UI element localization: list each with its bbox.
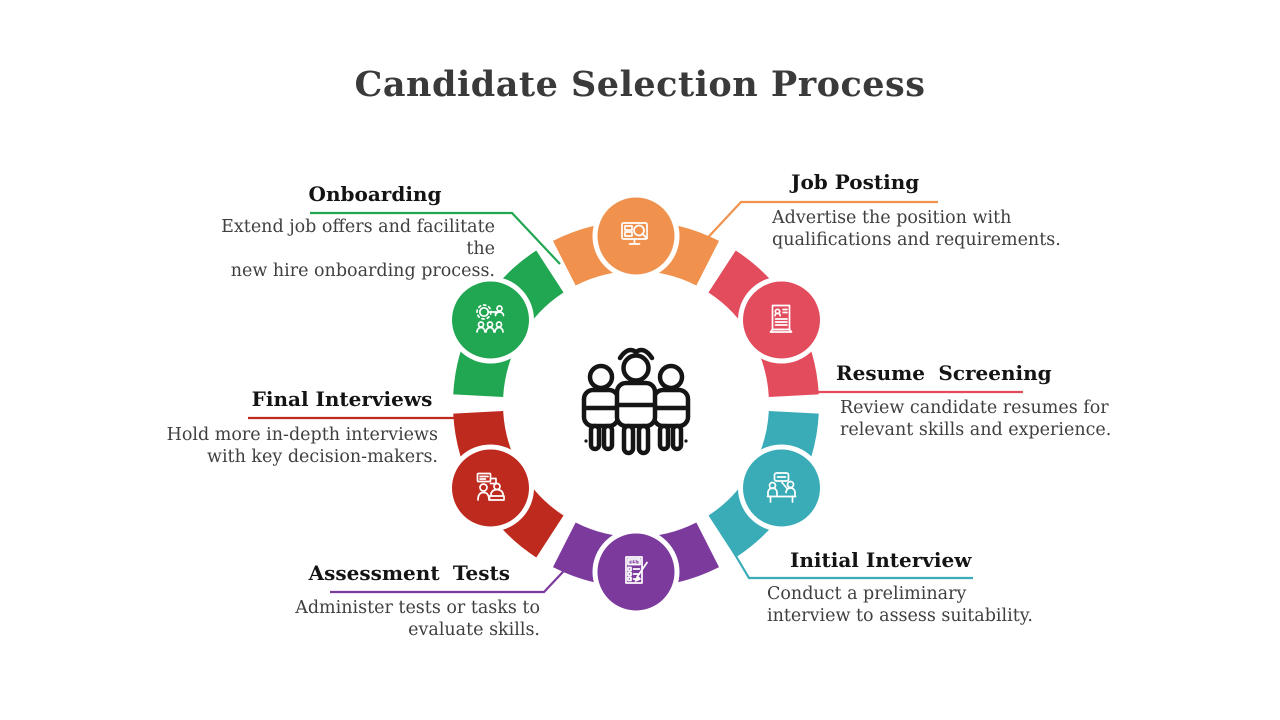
interview-table-icon [766, 472, 797, 503]
discussion-people-icon [476, 472, 505, 501]
stage-description-resume-screening: Review candidate resumes for relevant sk… [840, 398, 1112, 440]
stage-label-final-interviews: Final Interviews [251, 387, 433, 411]
svg-text:TEST: TEST [628, 559, 639, 564]
assessment-tests-connector [330, 556, 578, 594]
stage-description-onboarding: Extend job offers and facilitate the new… [221, 217, 495, 281]
stage-label-onboarding: Onboarding [308, 182, 442, 206]
onboarding-circle [447, 276, 534, 364]
initial-interview-circle [738, 444, 825, 532]
test-sheet-pencil-icon: TEST [625, 556, 648, 584]
stage-description-final-interviews: Hold more in-depth interviews with key d… [166, 425, 438, 467]
page-title: Candidate Selection Process [354, 64, 926, 105]
stage-label-initial-interview: Initial Interview [790, 548, 972, 572]
stage-description-assessment-tests: Administer tests or tasks to evaluate sk… [295, 598, 540, 640]
resume-screening-connector [785, 381, 1023, 394]
stage-label-job-posting: Job Posting [791, 170, 920, 194]
stage-description-job-posting: Advertise the position with qualificatio… [772, 208, 1061, 250]
final-interviews-circle [447, 444, 534, 532]
initial-interview-connector [726, 540, 973, 580]
assessment-tests-circle [592, 528, 680, 616]
onboarding-connector [310, 211, 561, 265]
gear-key-team-icon [476, 304, 505, 333]
resume-document-icon [769, 304, 793, 333]
monitor-search-icon [621, 222, 648, 245]
resume-screening-circle [738, 276, 825, 364]
team-people-icon [581, 347, 691, 456]
stage-label-resume-screening: Resume Screening [836, 361, 1052, 385]
stage-description-initial-interview: Conduct a preliminary interview to asses… [767, 584, 1033, 626]
job-posting-connector [699, 200, 938, 247]
job-posting-circle [592, 192, 680, 280]
stage-label-assessment-tests: Assessment Tests [308, 561, 510, 585]
